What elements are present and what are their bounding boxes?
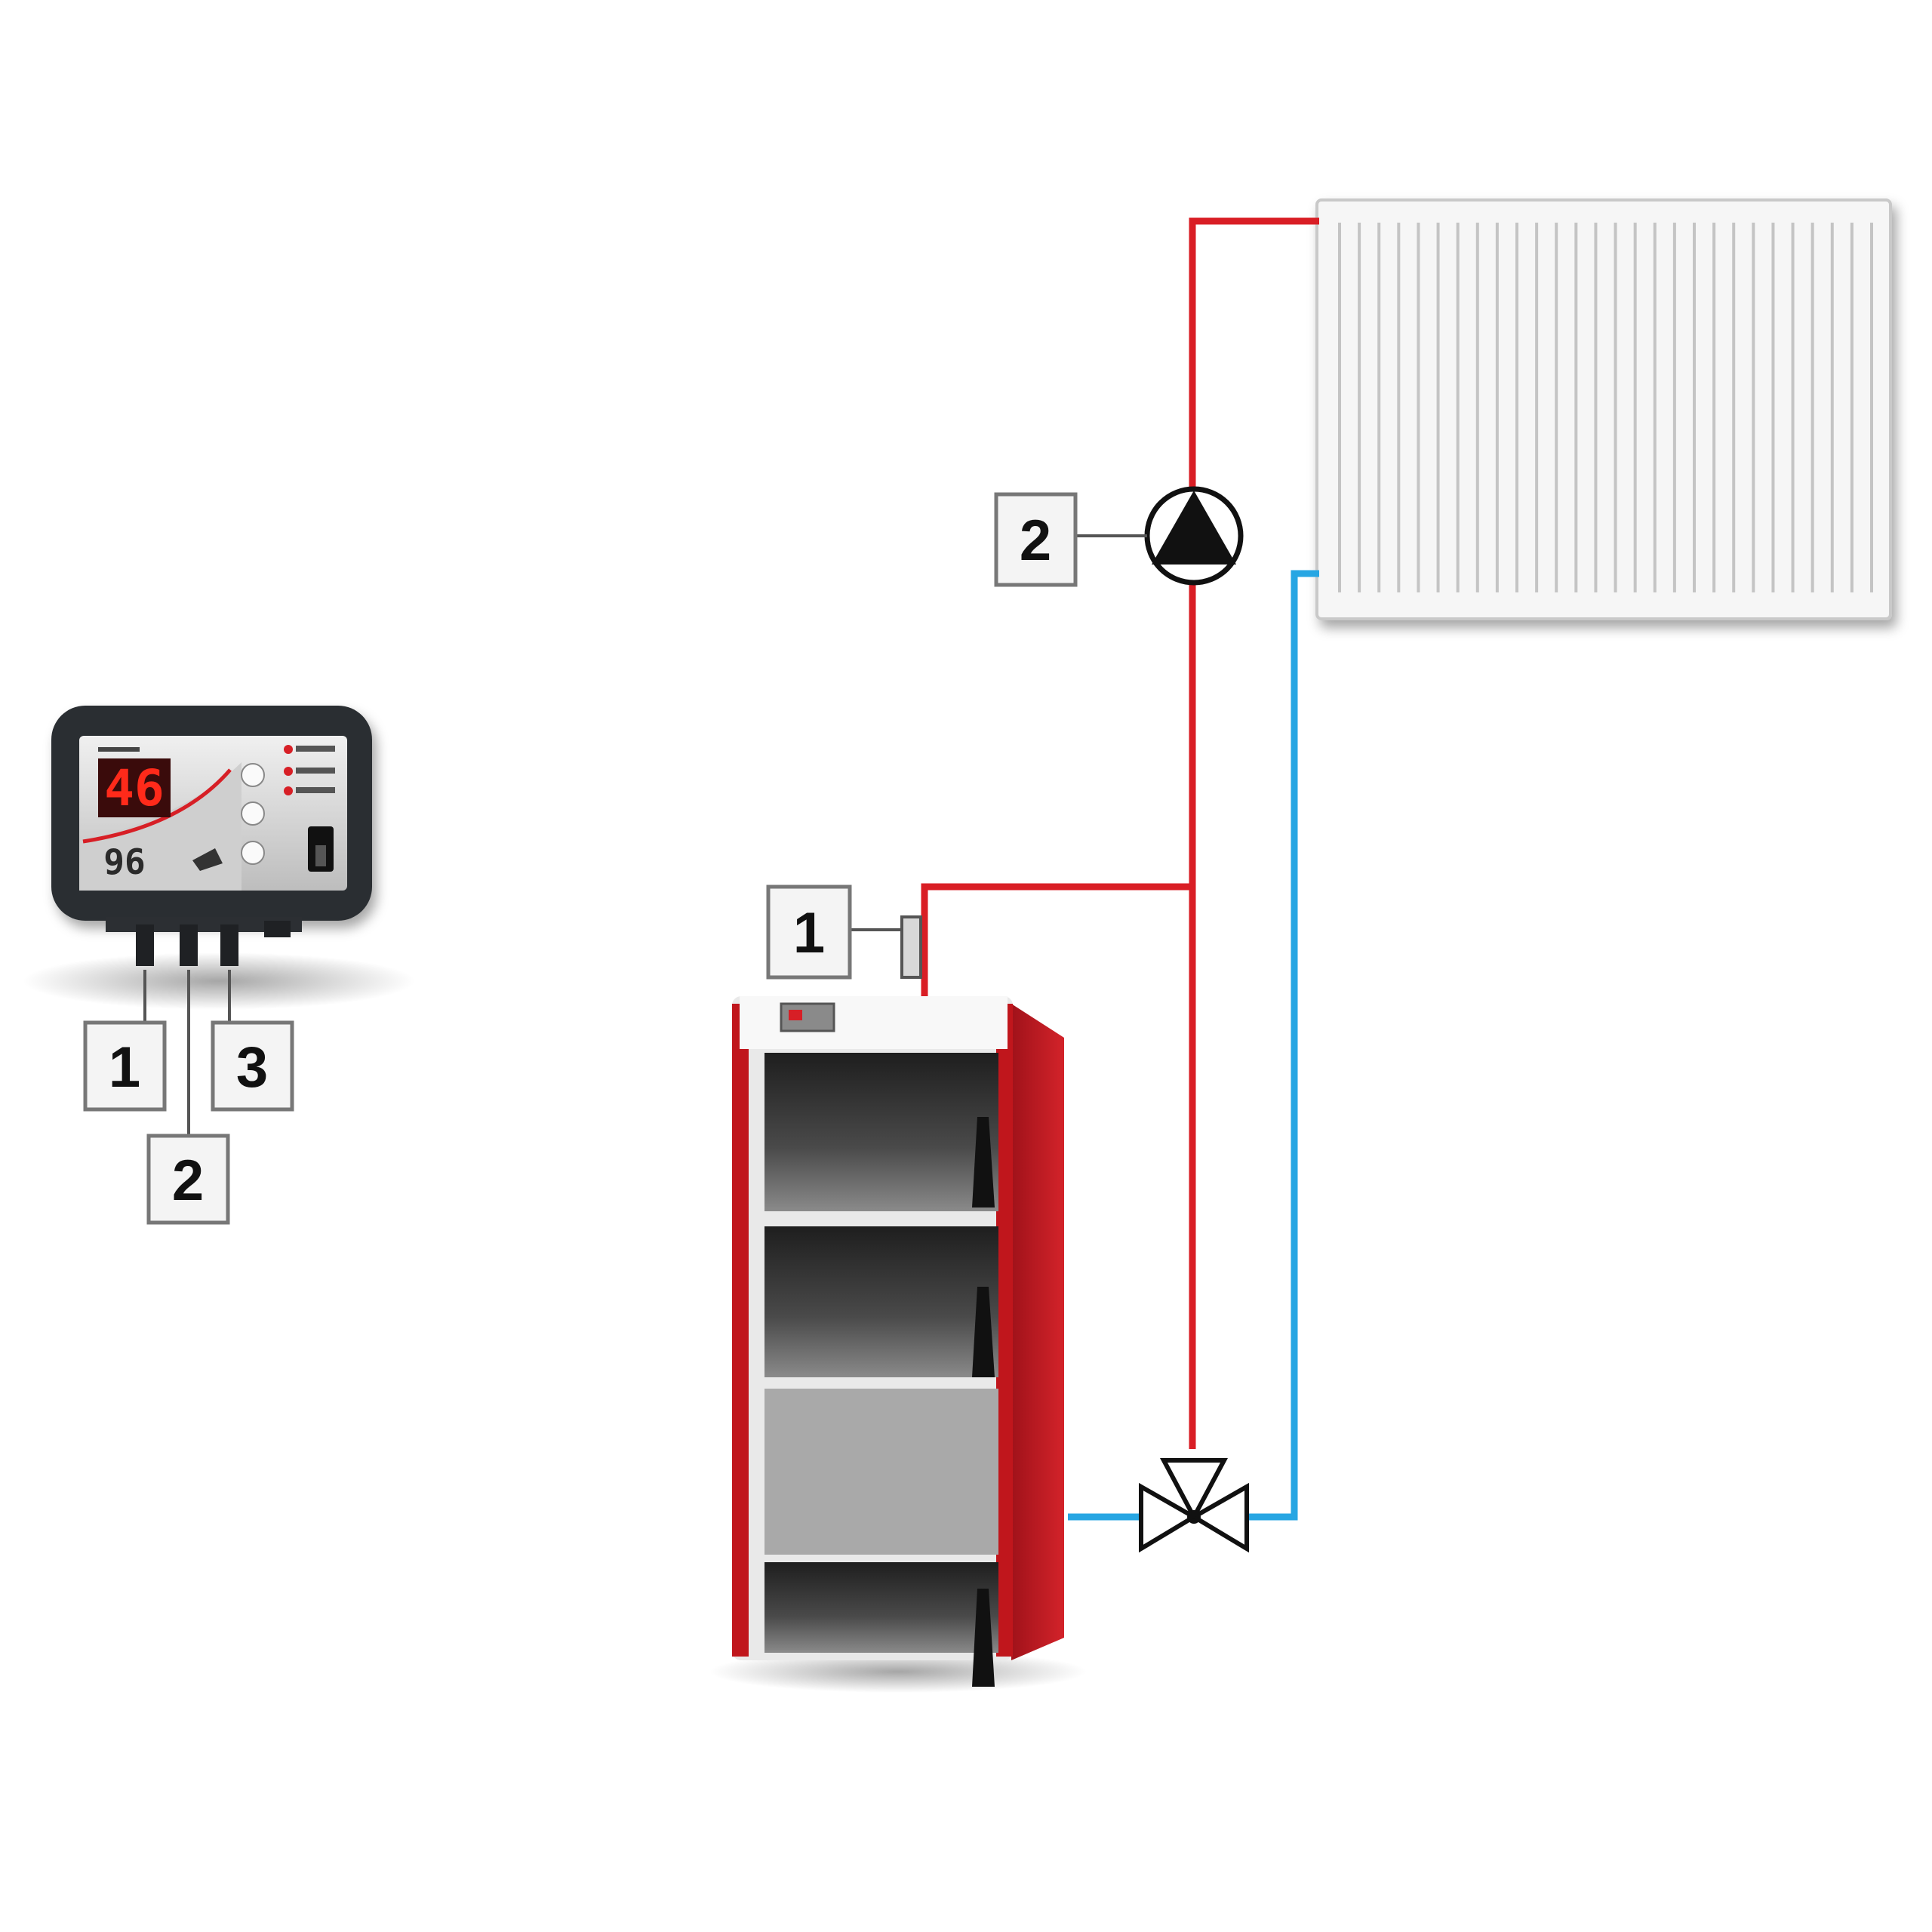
boiler-door-middle [764,1226,998,1377]
controller-port-1 [136,924,154,966]
svg-text:3: 3 [236,1035,268,1100]
circulation-pump-icon [1144,486,1244,586]
temperature-sensor-icon [900,915,922,979]
svg-text:2: 2 [1020,509,1051,573]
controller-callout-2: 2 [146,1134,230,1225]
boiler-panel-middle [764,1389,998,1555]
door-handle-middle[interactable] [972,1287,995,1377]
controller-callout-1: 1 [83,1020,167,1112]
pump-callout: 2 [994,492,1078,587]
controller: 46 96 1 [23,706,415,1225]
controller-port-2 [180,924,198,966]
svg-text:1: 1 [109,1035,140,1100]
return-pipes [1068,570,1319,1521]
door-handle-lower[interactable] [972,1589,995,1687]
door-handle-upper[interactable] [972,1117,995,1208]
radiator-fins [1338,223,1873,592]
controller-button-mode[interactable] [241,801,265,826]
controller-display [98,758,171,817]
supply-pipes [921,217,1319,1449]
controller-button-down[interactable] [241,841,265,865]
controller-secondary-value: 96 [103,841,145,882]
boiler [709,996,1087,1693]
boiler-door-lower [764,1562,998,1653]
svg-text:2: 2 [172,1149,204,1213]
svg-text:1: 1 [793,901,825,965]
controller-port-3 [220,924,238,966]
controller-display-value: 46 [104,759,164,817]
controller-button-up[interactable] [241,763,265,787]
boiler-door-upper [764,1053,998,1211]
sensor-callout: 1 [766,884,852,980]
controller-callout-3: 3 [211,1020,294,1112]
three-way-valve-icon [1139,1458,1249,1553]
radiator [1315,198,1892,620]
